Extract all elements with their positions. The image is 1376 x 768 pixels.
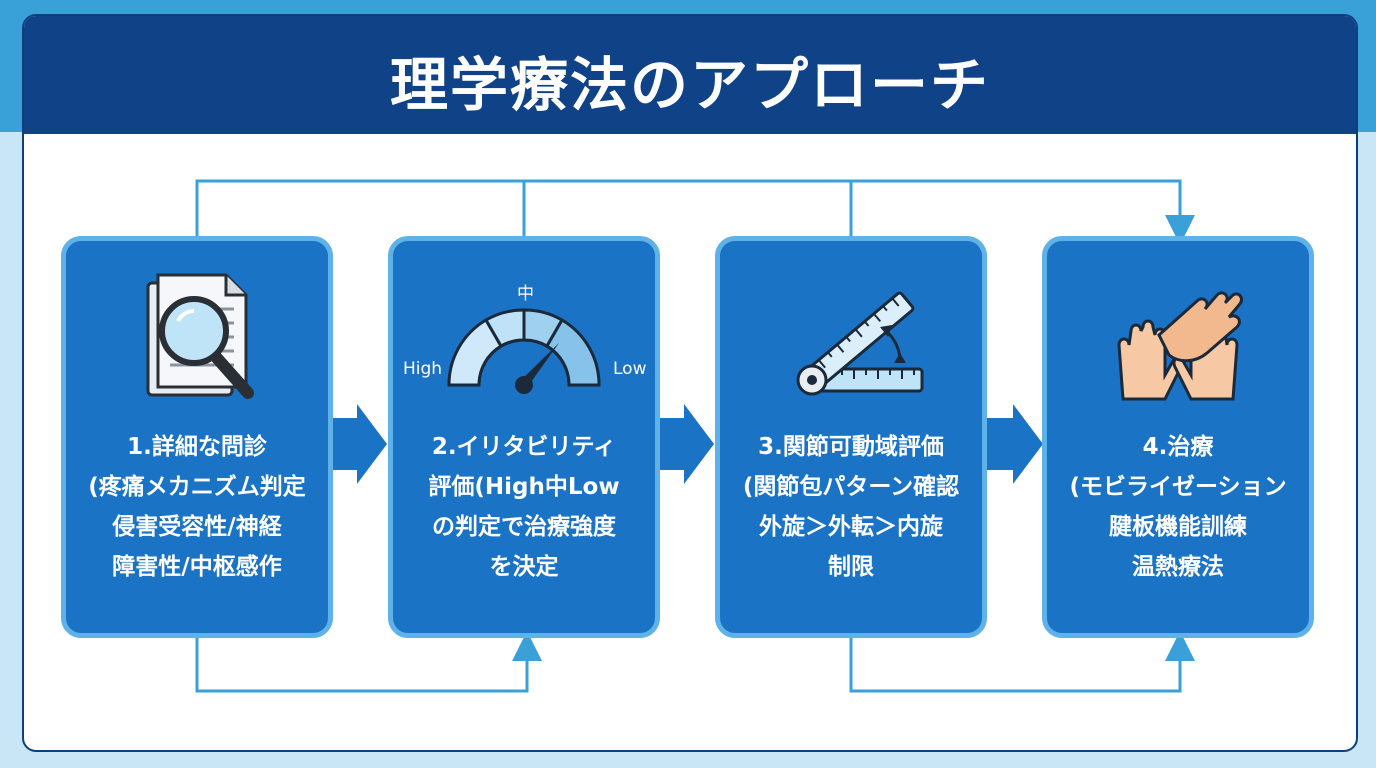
flow-arrow-2 — [654, 404, 714, 484]
step-heading-1: 1.詳細な問診 — [127, 434, 267, 460]
step-card-2: High 中 Low 2.イリタビリティ 評価(High中Low の判定で治療強… — [388, 236, 660, 638]
step-line: 腱板機能訓練 — [1109, 514, 1247, 540]
step-line: 制限 — [828, 554, 874, 580]
document-magnifier-icon — [146, 273, 254, 399]
step-line: の判定で治療強度 — [432, 514, 616, 540]
step-line: (モビライゼーション — [1069, 474, 1287, 500]
top-connector — [195, 179, 1195, 245]
step-line: 外旋＞外転＞内旋 — [759, 514, 943, 540]
step-text-3: 3.関節可動域評価 (関節包パターン確認 外旋＞外転＞内旋 制限 — [726, 427, 976, 587]
step-card-3: 3.関節可動域評価 (関節包パターン確認 外旋＞外転＞内旋 制限 — [715, 236, 987, 638]
header-bar: 理学療法のアプローチ — [24, 16, 1356, 134]
step-heading-3: 3.関節可動域評価 — [758, 434, 944, 460]
goniometer-icon — [796, 291, 924, 396]
step-line: 侵害受容性/神経 — [112, 514, 282, 540]
step-text-4: 4.治療 (モビライゼーション 腱板機能訓練 温熱療法 — [1053, 427, 1303, 587]
step-text-1: 1.詳細な問診 (疼痛メカニズム判定 侵害受容性/神経 障害性/中枢感作 — [72, 427, 322, 587]
gauge-label-right: Low — [613, 359, 647, 379]
step-heading-2: 2.イリタビリティ — [431, 434, 617, 460]
step-line: 温熱療法 — [1132, 554, 1224, 580]
bottom-connector-1 — [195, 631, 542, 693]
gauge-label-left: High — [403, 359, 443, 379]
step-heading-4: 4.治療 — [1142, 434, 1214, 460]
step-line: (疼痛メカニズム判定 — [88, 474, 306, 500]
flow-arrow-3 — [981, 404, 1043, 484]
bottom-connector-2 — [849, 631, 1195, 693]
step-line: (関節包パターン確認 — [742, 474, 960, 500]
hands-icon — [1117, 291, 1243, 401]
step-card-4: 4.治療 (モビライゼーション 腱板機能訓練 温熱療法 — [1042, 236, 1314, 638]
step-line: を決定 — [489, 554, 559, 580]
page-title: 理学療法のアプローチ — [389, 51, 990, 119]
step-card-1: 1.詳細な問診 (疼痛メカニズム判定 侵害受容性/神経 障害性/中枢感作 — [61, 236, 333, 638]
gauge-label-top: 中 — [517, 284, 534, 304]
step-line: 評価(High中Low — [428, 474, 620, 500]
flow-arrow-1 — [327, 404, 387, 484]
step-text-2: 2.イリタビリティ 評価(High中Low の判定で治療強度 を決定 — [399, 427, 649, 587]
step-line: 障害性/中枢感作 — [112, 554, 282, 580]
gauge-icon — [447, 308, 601, 394]
